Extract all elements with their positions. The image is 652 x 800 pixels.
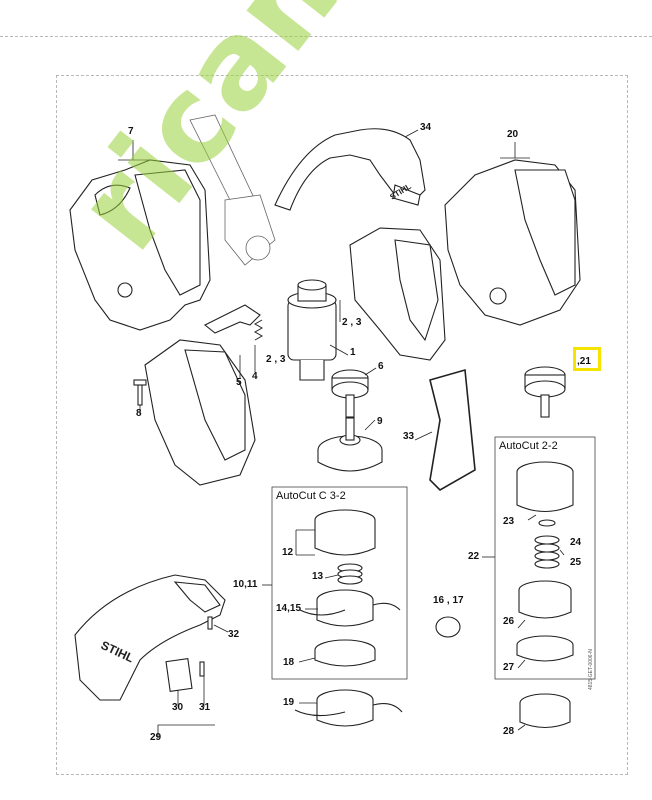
part-label-1: 1 <box>350 347 356 358</box>
wire-guard-33 <box>429 368 476 491</box>
head-23 <box>516 461 574 513</box>
part-label-27: 27 <box>503 662 515 673</box>
autocut-c-box <box>271 486 408 680</box>
autocut-box <box>494 436 596 680</box>
part-label-24: 24 <box>570 537 582 548</box>
drawing-code: 4815-GET-0006-N <box>588 649 594 690</box>
spool-14-15 <box>299 589 401 627</box>
spool-26 <box>518 580 572 619</box>
motor-1 <box>287 279 337 381</box>
head-28 <box>519 693 571 729</box>
part-label-2-3-b: 2 , 3 <box>266 354 286 365</box>
part-label-30: 30 <box>172 702 184 713</box>
part-label-29: 29 <box>150 732 162 743</box>
gear-21 <box>524 366 566 418</box>
fan-9 <box>317 417 383 472</box>
autocut-title: AutoCut 2-2 <box>499 440 558 452</box>
part-label-13: 13 <box>312 571 324 582</box>
shaft-sketch <box>189 114 276 266</box>
housing-half-20 <box>444 159 581 326</box>
part-label-20: 20 <box>507 129 519 140</box>
base-27 <box>516 635 574 662</box>
spring-25 <box>534 535 560 569</box>
top-dashed-rule <box>0 36 652 37</box>
part-label-23: 23 <box>503 516 515 527</box>
spring-13 <box>337 563 363 585</box>
part-label-12: 12 <box>282 547 294 558</box>
screw-32 <box>207 616 213 630</box>
housing-lower-left <box>144 339 256 486</box>
spring-4 <box>253 319 264 341</box>
part-label-7: 7 <box>128 126 134 137</box>
part-label-19: 19 <box>283 697 295 708</box>
part-label-10-11: 10,11 <box>233 579 258 590</box>
part-label-2-3-a: 2 , 3 <box>342 317 362 328</box>
gear-6 <box>331 369 369 418</box>
housing-half-7 <box>69 159 211 331</box>
head-12 <box>314 509 376 556</box>
part-label-28: 28 <box>503 726 515 737</box>
part-label-4: 4 <box>252 371 258 382</box>
autocut-c-title: AutoCut C 3-2 <box>276 490 346 502</box>
plate-30 <box>165 657 193 693</box>
blade-16-17 <box>435 616 461 638</box>
part-label-21: ,21 <box>577 356 591 367</box>
housing-center <box>349 227 446 361</box>
part-label-26: 26 <box>503 616 515 627</box>
part-label-32: 32 <box>228 629 240 640</box>
ring-24 <box>538 519 556 527</box>
clip-5 <box>203 304 261 334</box>
part-label-16-17: 16 , 17 <box>433 595 464 606</box>
part-label-18: 18 <box>283 657 295 668</box>
highlight-box <box>573 347 601 371</box>
part-label-5: 5 <box>236 377 242 388</box>
part-label-14-15: 14,15 <box>276 603 302 614</box>
part-label-22: 22 <box>468 551 480 562</box>
part-label-6: 6 <box>378 361 384 372</box>
part-label-34: 34 <box>420 122 432 133</box>
part-label-33: 33 <box>403 431 415 442</box>
screw-8 <box>133 379 147 406</box>
base-18 <box>314 639 376 667</box>
leader-lines <box>118 129 565 738</box>
part-label-8: 8 <box>136 408 142 419</box>
bow-handle-34 <box>274 128 426 211</box>
screw-31 <box>199 661 205 677</box>
part-label-9: 9 <box>377 416 383 427</box>
part-label-31: 31 <box>199 702 211 713</box>
part-label-25: 25 <box>570 557 582 568</box>
guard-29 <box>74 574 226 701</box>
diagram-frame <box>56 75 628 775</box>
head-19 <box>294 689 403 727</box>
